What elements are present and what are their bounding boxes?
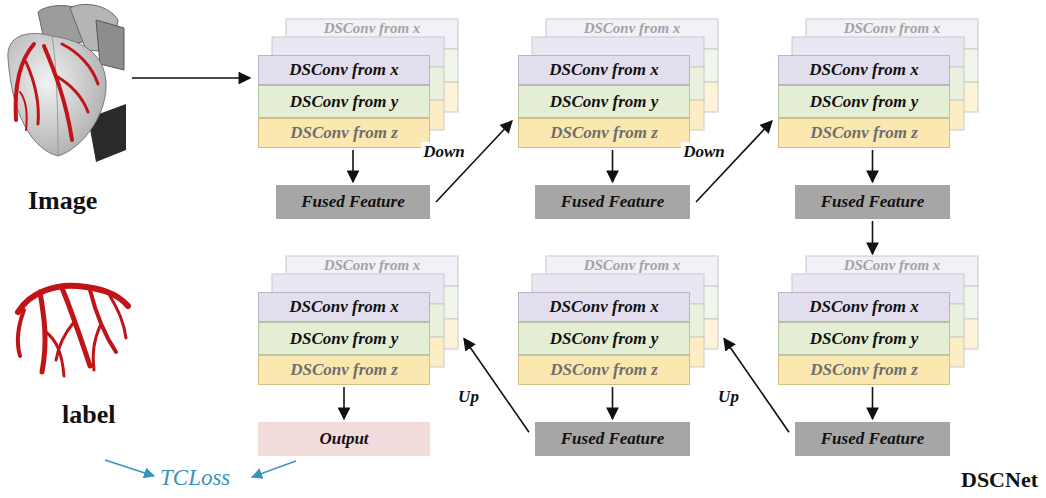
image-caption: Image bbox=[28, 186, 97, 216]
conv-y-card: DSConv from y bbox=[518, 85, 690, 118]
node-text: Fused Feature bbox=[301, 192, 404, 212]
flow-arrow bbox=[696, 121, 772, 202]
conv-z-card: DSConv from z bbox=[778, 355, 950, 385]
input-arrow bbox=[132, 77, 250, 79]
flow-arrow bbox=[872, 150, 874, 182]
conv-x-card: DSConv from x bbox=[518, 292, 690, 322]
node-text: DSConv from z bbox=[810, 123, 918, 143]
back-card-text: DSConv from x bbox=[286, 256, 458, 274]
fused-feature-box: Fused Feature bbox=[535, 185, 690, 219]
node-text: DSConv from y bbox=[290, 329, 399, 349]
loss-name: TCLoss bbox=[160, 465, 230, 491]
conv-z-card: DSConv from z bbox=[778, 118, 950, 148]
loss-arrow bbox=[252, 461, 296, 477]
fused-feature-box: Fused Feature bbox=[795, 422, 950, 456]
output-box: Output bbox=[258, 422, 430, 456]
conv-z-card: DSConv from z bbox=[518, 355, 690, 385]
conv-y-card: DSConv from y bbox=[778, 322, 950, 355]
edge-label: Up bbox=[716, 387, 741, 407]
conv-z-card: DSConv from z bbox=[258, 118, 430, 148]
node-text: DSConv from z bbox=[550, 123, 658, 143]
node-text: DSConv from z bbox=[290, 360, 398, 380]
back-card-text: DSConv from x bbox=[286, 19, 458, 37]
node-text: DSConv from x bbox=[289, 297, 399, 317]
conv-x-card: DSConv from x bbox=[258, 292, 430, 322]
conv-y-card: DSConv from y bbox=[258, 85, 430, 118]
node-text: Fused Feature bbox=[821, 192, 924, 212]
node-text: Output bbox=[319, 429, 368, 449]
flow-arrow bbox=[872, 221, 874, 254]
edge-label: Up bbox=[456, 387, 481, 407]
node-text: DSConv from x bbox=[289, 60, 399, 80]
conv-x-card: DSConv from x bbox=[778, 55, 950, 85]
node-text: Fused Feature bbox=[561, 429, 664, 449]
network-name: DSCNet bbox=[961, 467, 1038, 493]
heart-illustration bbox=[8, 4, 126, 162]
back-card-text: DSConv from x bbox=[546, 19, 718, 37]
node-text: DSConv from x bbox=[809, 60, 919, 80]
node-text: DSConv from y bbox=[810, 92, 919, 112]
node-text: DSConv from z bbox=[550, 360, 658, 380]
flow-arrow bbox=[612, 387, 614, 419]
conv-x-card: DSConv from x bbox=[778, 292, 950, 322]
node-text: DSConv from y bbox=[550, 329, 659, 349]
node-text: DSConv from y bbox=[810, 329, 919, 349]
flow-arrow bbox=[352, 150, 354, 182]
node-text: DSConv from z bbox=[810, 360, 918, 380]
conv-x-card: DSConv from x bbox=[258, 55, 430, 85]
conv-z-card: DSConv from z bbox=[258, 355, 430, 385]
conv-y-card: DSConv from y bbox=[518, 322, 690, 355]
fused-feature-box: Fused Feature bbox=[276, 185, 430, 219]
conv-z-card: DSConv from z bbox=[518, 118, 690, 148]
node-text: DSConv from x bbox=[549, 297, 659, 317]
node-text: DSConv from x bbox=[549, 60, 659, 80]
loss-arrow bbox=[105, 460, 154, 476]
node-text: DSConv from y bbox=[290, 92, 399, 112]
conv-y-card: DSConv from y bbox=[258, 322, 430, 355]
conv-y-card: DSConv from y bbox=[778, 85, 950, 118]
edge-label: Down bbox=[421, 142, 467, 162]
node-text: Fused Feature bbox=[561, 192, 664, 212]
vessel-label-illustration bbox=[18, 286, 128, 376]
flow-arrow bbox=[343, 387, 345, 419]
node-text: DSConv from y bbox=[550, 92, 659, 112]
fused-feature-box: Fused Feature bbox=[795, 185, 950, 219]
back-card-text: DSConv from x bbox=[806, 256, 978, 274]
node-text: DSConv from x bbox=[809, 297, 919, 317]
flow-arrow bbox=[436, 121, 512, 202]
node-text: Fused Feature bbox=[821, 429, 924, 449]
flow-arrow bbox=[612, 150, 614, 182]
fused-feature-box: Fused Feature bbox=[535, 422, 690, 456]
back-card-text: DSConv from x bbox=[546, 256, 718, 274]
back-card-text: DSConv from x bbox=[806, 19, 978, 37]
flow-arrow bbox=[872, 387, 874, 419]
conv-x-card: DSConv from x bbox=[518, 55, 690, 85]
label-caption: label bbox=[62, 400, 115, 430]
node-text: DSConv from z bbox=[290, 123, 398, 143]
back-layers bbox=[272, 19, 978, 367]
edge-label: Down bbox=[681, 142, 727, 162]
